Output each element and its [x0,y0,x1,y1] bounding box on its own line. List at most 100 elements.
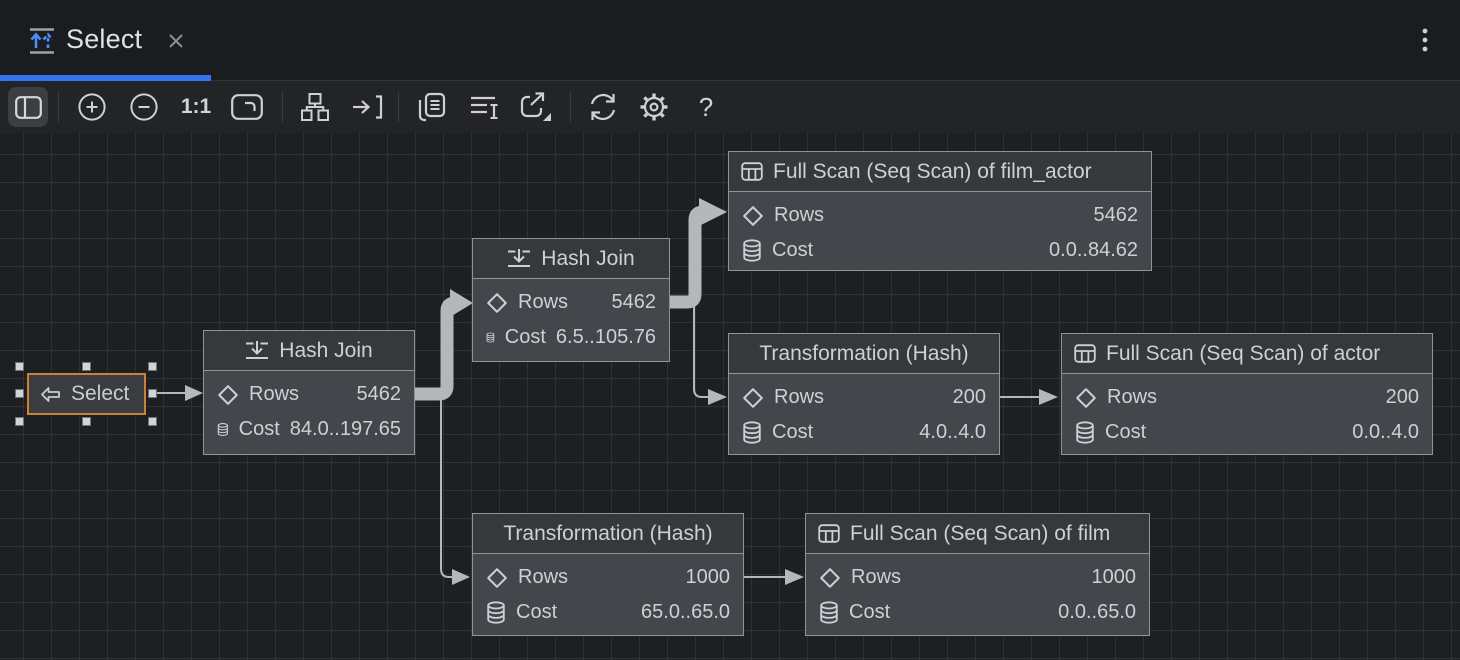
toolbar-divider [58,92,59,122]
rows-icon [743,205,763,226]
rows-label: Rows [518,291,569,313]
scroll-to-selection-button[interactable] [348,87,388,127]
rows-icon [218,384,238,405]
toolbar-divider [570,92,571,122]
close-icon[interactable] [166,31,186,51]
copy-icon [418,92,446,122]
rows-label: Rows [774,204,825,226]
node-title: Full Scan (Seq Scan) of actor [1106,341,1381,365]
more-options-icon[interactable] [1418,26,1432,56]
apply-layout-button[interactable] [295,87,335,127]
show-plain-text-button[interactable] [465,87,505,127]
cost-value: 65.0..65.0 [641,601,730,623]
cost-label: Cost [1105,421,1147,443]
actual-scale-button[interactable]: 1:1 [176,87,216,127]
zoom-in-button[interactable] [72,87,112,127]
fit-content-icon [231,94,263,120]
cost-icon [217,423,228,436]
actual-scale-label: 1:1 [180,95,212,118]
plan-node-hash-join-1[interactable]: Hash Join Rows 5462 Cost [203,330,415,455]
diagram-toolbar: 1:1 [0,81,1460,133]
selection-handle[interactable] [148,362,157,371]
cost-label: Cost [772,421,814,443]
panel-toggle-button[interactable] [8,87,48,127]
plan-node-select[interactable]: Select [27,373,146,415]
rows-label: Rows [1107,386,1158,408]
table-icon [741,162,763,181]
rows-value: 1000 [685,566,731,588]
plan-node-full-scan-film-actor[interactable]: Full Scan (Seq Scan) of film_actor Rows … [728,151,1152,271]
plan-node-transformation-hash-2[interactable]: Transformation (Hash) Rows 1000 [472,513,744,636]
plan-node-full-scan-actor[interactable]: Full Scan (Seq Scan) of actor Rows 200 [1061,333,1433,455]
node-title: Transformation (Hash) [503,521,713,545]
rows-label: Rows [518,566,569,588]
selection-handle[interactable] [148,417,157,426]
cost-icon [487,601,505,624]
toolbar-divider [282,92,283,122]
zoom-out-icon [130,93,158,121]
plain-text-icon [471,96,498,119]
cost-value: 4.0..4.0 [919,421,986,443]
cost-icon [743,239,761,262]
zoom-out-button[interactable] [124,87,164,127]
table-icon [818,524,840,543]
cost-icon [1076,421,1094,444]
cost-icon [820,601,838,624]
layout-hierarchy-icon [301,93,329,121]
panel-left-icon [14,95,42,119]
node-title: Full Scan (Seq Scan) of film_actor [773,159,1092,183]
rows-value: 200 [952,386,986,408]
toolbar-divider [398,92,399,122]
rows-label: Rows [249,383,300,405]
rows-icon [1076,387,1096,408]
node-title: Transformation (Hash) [759,341,969,365]
table-icon [1074,344,1096,363]
selection-handle[interactable] [15,362,24,371]
hash-join-icon [508,249,531,267]
rows-value: 5462 [1093,204,1139,226]
plan-node-transformation-hash-1[interactable]: Transformation (Hash) Rows 200 [728,333,1000,455]
diagram-canvas[interactable]: Select Hash Join Rows 5462 [0,133,1460,660]
refresh-icon [590,93,616,121]
cost-icon [486,332,495,343]
cost-label: Cost [238,418,280,440]
rows-value: 5462 [611,291,657,313]
active-tab-indicator [0,75,211,82]
export-icon [520,92,551,121]
selection-handle[interactable] [148,389,157,398]
select-arrow-icon [41,386,60,402]
scroll-to-selection-icon [353,95,383,119]
cost-value: 0.0..84.62 [1049,239,1138,261]
node-title: Select [71,382,130,405]
rows-icon [487,567,507,588]
copy-diagram-button[interactable] [412,87,452,127]
cost-value: 84.0..197.65 [289,418,401,440]
plan-node-full-scan-film[interactable]: Full Scan (Seq Scan) of film Rows 1000 [805,513,1150,636]
gear-icon [640,93,668,121]
node-title: Full Scan (Seq Scan) of film [850,521,1111,545]
tab-select[interactable]: Select [0,0,211,82]
selection-handle[interactable] [15,389,24,398]
selection-handle[interactable] [82,362,91,371]
refresh-button[interactable] [583,87,623,127]
help-button[interactable]: ? [686,87,726,127]
hash-join-icon [246,341,269,359]
rows-value: 1000 [1091,566,1137,588]
rows-icon [820,567,840,588]
node-title: Hash Join [279,338,373,362]
selection-handle[interactable] [15,417,24,426]
zoom-in-icon [78,93,106,121]
rows-value: 200 [1385,386,1419,408]
plan-node-hash-join-2[interactable]: Hash Join Rows 5462 Cost [472,238,670,362]
settings-button[interactable] [634,87,674,127]
fit-content-button[interactable] [227,87,267,127]
cost-icon [743,421,761,444]
rows-icon [743,387,763,408]
execution-plan-icon [30,28,54,54]
cost-label: Cost [504,326,546,348]
node-title: Hash Join [541,246,635,270]
export-button[interactable] [516,87,556,127]
cost-label: Cost [772,239,814,261]
selection-handle[interactable] [82,417,91,426]
cost-value: 0.0..4.0 [1352,421,1419,443]
